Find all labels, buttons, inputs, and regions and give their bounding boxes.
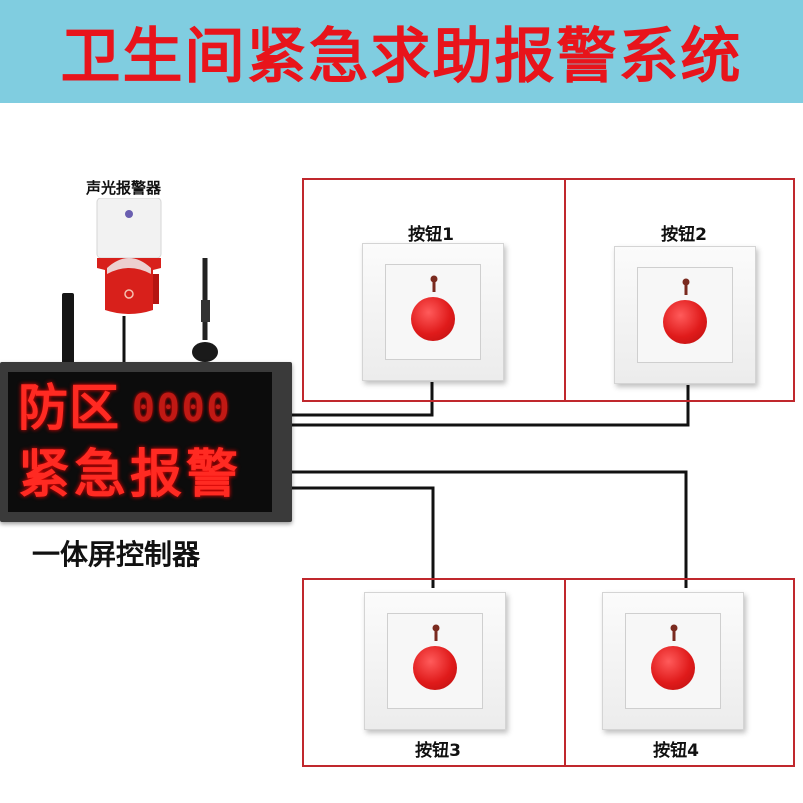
zone-frame-button-4 (564, 578, 795, 767)
button-4-label: 按钮4 (653, 741, 699, 761)
key-slot-icon (682, 278, 690, 295)
wire-button-2 (292, 385, 690, 427)
antenna-right-base (192, 342, 218, 362)
header-banner: 卫生间紧急求助报警系统 (0, 0, 803, 103)
key-slot-icon (432, 624, 440, 641)
page-title: 卫生间紧急求助报警系统 (60, 22, 743, 92)
button-3-label: 按钮3 (415, 741, 461, 761)
emergency-button-2 (614, 246, 756, 384)
sound-light-alarm-icon (96, 198, 162, 314)
button-2-label: 按钮2 (661, 225, 707, 245)
display-zone-digits: 0000 (132, 386, 232, 430)
emergency-button-icon (651, 646, 695, 690)
alarm-label: 声光报警器 (86, 179, 162, 197)
antenna-left (62, 293, 74, 365)
emergency-button-4 (602, 592, 744, 730)
zone-frame-button-2 (564, 178, 795, 402)
emergency-button-icon (663, 300, 707, 344)
emergency-button-icon (411, 297, 455, 341)
wire-button-3 (292, 486, 435, 588)
emergency-button-1 (362, 243, 504, 381)
wire-button-4 (292, 470, 688, 588)
emergency-button-3 (364, 592, 506, 730)
controller-label: 一体屏控制器 (32, 538, 201, 571)
controller-panel: 防区 0000 紧急报警 (0, 362, 292, 522)
emergency-button-icon (413, 646, 457, 690)
button-1-label: 按钮1 (408, 225, 454, 245)
display-alarm-text: 紧急报警 (18, 445, 243, 505)
key-slot-icon (430, 275, 438, 292)
wire-button-1 (292, 382, 434, 417)
key-slot-icon (670, 624, 678, 641)
display-zone-text: 防区 (18, 379, 120, 437)
antenna-right-spring (201, 300, 210, 322)
led-screen: 防区 0000 紧急报警 (8, 372, 272, 512)
